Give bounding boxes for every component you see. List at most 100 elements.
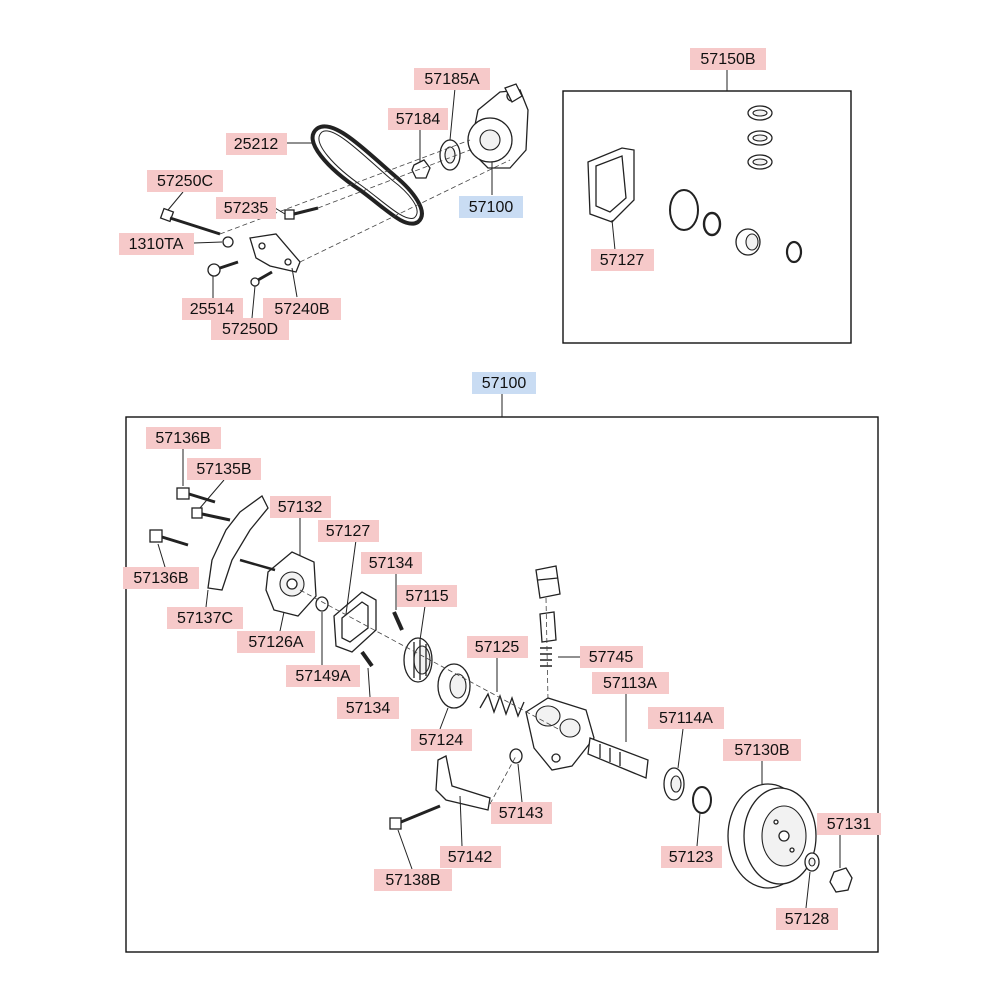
svg-text:57149A: 57149A — [295, 668, 350, 685]
svg-text:25212: 25212 — [234, 136, 279, 153]
callout-57235: 57235 — [216, 197, 276, 219]
callout-57149a: 57149A — [286, 665, 360, 687]
bracket-57240b — [249, 233, 301, 273]
callout-57127-kit: 57127 — [591, 249, 654, 271]
callout-57132: 57132 — [270, 496, 331, 518]
fitting-top — [535, 565, 561, 599]
pin-57134-top — [392, 611, 404, 631]
callout-57126a: 57126A — [237, 631, 315, 653]
bolt-57138b — [389, 804, 441, 830]
svg-text:57100: 57100 — [469, 199, 514, 216]
valve-57745 — [539, 611, 557, 643]
svg-text:57250D: 57250D — [222, 321, 278, 338]
callout-57150b: 57150B — [690, 48, 766, 70]
spring-57125 — [479, 692, 525, 718]
drive-belt — [310, 124, 424, 226]
svg-text:57138B: 57138B — [385, 872, 440, 889]
svg-text:57125: 57125 — [475, 639, 520, 656]
callout-57127-main: 57127 — [318, 520, 379, 542]
bolt-57250d — [250, 270, 273, 287]
bolt-57235 — [284, 206, 319, 220]
callout-57138b: 57138B — [374, 869, 452, 891]
gasket-57127 — [333, 591, 377, 653]
svg-text:1310TA: 1310TA — [129, 236, 184, 253]
svg-text:57126A: 57126A — [248, 634, 303, 651]
pump-exploded-group — [125, 416, 879, 953]
svg-text:57114A: 57114A — [659, 710, 713, 727]
svg-text:57124: 57124 — [419, 732, 464, 749]
callout-57184: 57184 — [388, 108, 448, 130]
svg-text:25514: 25514 — [190, 301, 235, 318]
callout-57240b: 57240B — [263, 298, 341, 320]
callout-57114a: 57114A — [648, 707, 724, 729]
svg-text:57185A: 57185A — [424, 71, 479, 88]
pump-housing — [525, 697, 595, 771]
callout-57137c: 57137C — [167, 607, 243, 629]
callout-57136b-top: 57136B — [146, 427, 221, 449]
bolt-57136b-bottom — [149, 529, 189, 547]
callout-57745: 57745 — [580, 646, 643, 668]
svg-text:57113A: 57113A — [603, 675, 657, 692]
svg-text:57136B: 57136B — [155, 430, 210, 447]
pulley-57130b — [727, 783, 817, 889]
svg-text:57135B: 57135B — [196, 461, 251, 478]
callout-25514: 25514 — [182, 298, 243, 320]
svg-text:57745: 57745 — [589, 649, 634, 666]
snap-ring-57123 — [692, 786, 712, 814]
svg-text:57134: 57134 — [346, 700, 391, 717]
svg-text:57127: 57127 — [600, 252, 645, 269]
power-steering-pump — [467, 83, 529, 169]
callout-57135b: 57135B — [187, 458, 261, 480]
svg-text:57142: 57142 — [448, 849, 493, 866]
callout-57185a: 57185A — [414, 68, 490, 90]
callout-57123: 57123 — [661, 846, 722, 868]
rotor-57115 — [403, 637, 433, 683]
callout-57100-top: 57100 — [459, 196, 523, 218]
seal-57124 — [437, 663, 471, 709]
callout-57250c: 57250C — [147, 170, 223, 192]
callout-57113a: 57113A — [592, 672, 669, 694]
svg-text:57134: 57134 — [369, 555, 414, 572]
nut-57131 — [829, 867, 853, 893]
callout-57115: 57115 — [397, 585, 457, 607]
callout-57136b-bottom: 57136B — [123, 567, 199, 589]
svg-text:57137C: 57137C — [177, 610, 233, 627]
shaft-57113a — [587, 737, 649, 779]
svg-text:57235: 57235 — [224, 200, 269, 217]
bushing — [735, 228, 761, 256]
washer-57143 — [509, 748, 523, 764]
leader-lines — [157, 70, 841, 909]
pin-57134-bottom — [360, 650, 374, 668]
callout-57134-top: 57134 — [361, 552, 422, 574]
bolt-57136b-top — [176, 487, 216, 504]
pulley-nut — [411, 159, 431, 179]
svg-text:57132: 57132 — [278, 499, 323, 516]
callout-57142: 57142 — [440, 846, 501, 868]
callout-57130b: 57130B — [723, 739, 801, 761]
bolt-57250c — [159, 207, 221, 236]
svg-text:57130B: 57130B — [734, 742, 789, 759]
svg-text:57131: 57131 — [827, 816, 872, 833]
large-o-ring — [669, 189, 699, 231]
bracket-57137c — [207, 495, 269, 591]
seal-ring — [702, 211, 722, 237]
callout-57131: 57131 — [817, 813, 881, 835]
svg-text:57136B: 57136B — [133, 570, 188, 587]
rear-cover-57126a — [265, 551, 317, 617]
seal-57114a — [663, 767, 685, 801]
svg-text:57100: 57100 — [482, 375, 527, 392]
callouts: 57185A 57184 25212 57100 57250C 57235 13… — [119, 48, 881, 930]
valve-spring — [540, 647, 552, 667]
svg-text:57143: 57143 — [499, 805, 544, 822]
callout-57250d: 57250D — [211, 318, 289, 340]
bolt-25514 — [207, 260, 239, 277]
svg-text:57184: 57184 — [396, 111, 441, 128]
callout-57100-main: 57100 — [472, 372, 536, 394]
washer-1310ta — [222, 236, 234, 248]
callout-57134-bottom: 57134 — [337, 697, 399, 719]
bolt-57135b — [191, 507, 231, 522]
svg-text:57150B: 57150B — [700, 51, 755, 68]
callout-57143: 57143 — [491, 802, 552, 824]
callout-25212: 25212 — [226, 133, 287, 155]
